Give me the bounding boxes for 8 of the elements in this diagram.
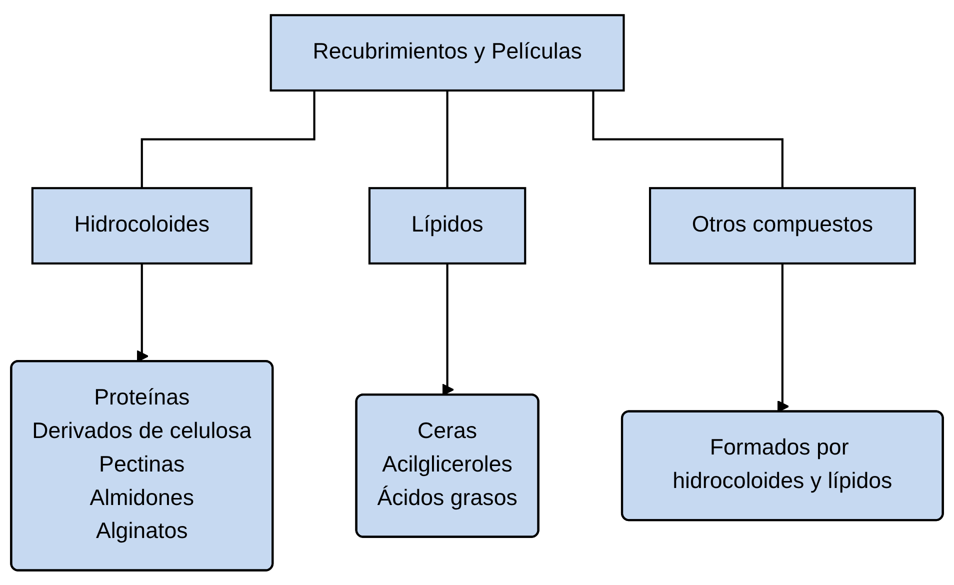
arrow (776, 263, 790, 412)
connector (140, 90, 316, 189)
node-box: Otros compuestos (648, 186, 916, 264)
node-box: Recubrimientos y Películas (270, 14, 625, 92)
node-box: Lípidos (368, 186, 526, 264)
connector (446, 90, 448, 189)
node-box: Hidrocoloides (31, 186, 252, 264)
connector (592, 90, 784, 189)
